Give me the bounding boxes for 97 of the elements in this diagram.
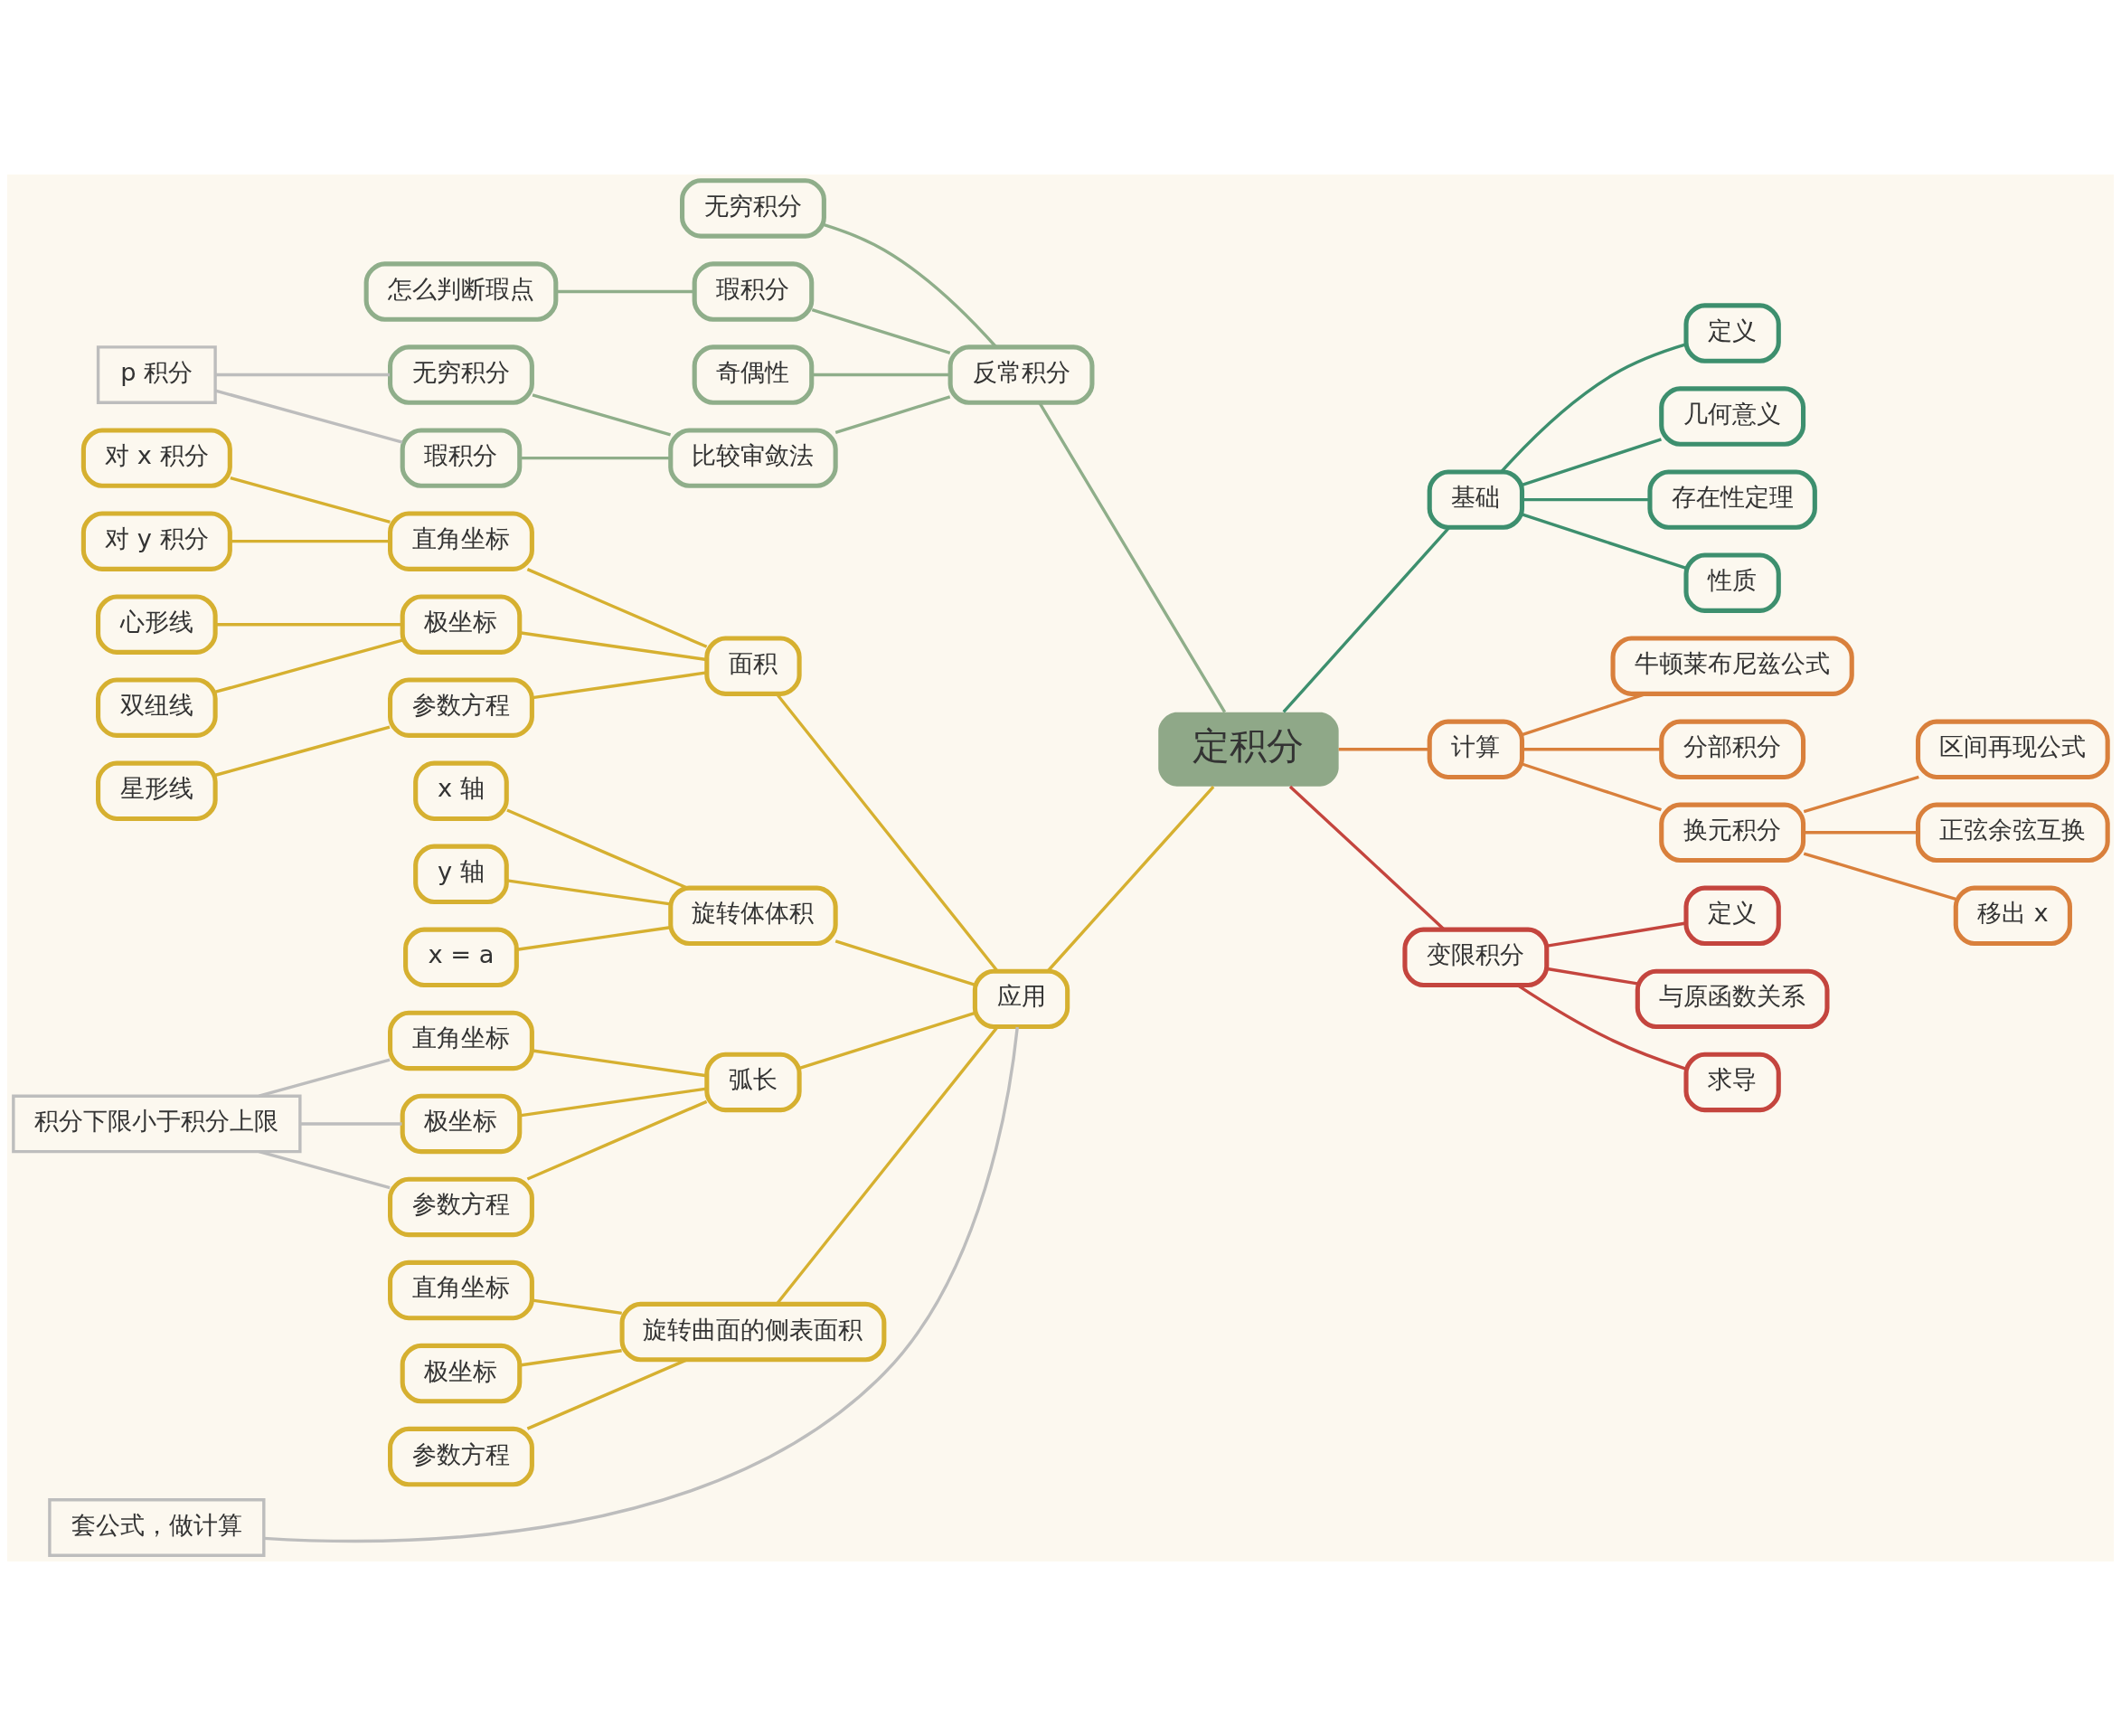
node-box: 对 y 积分: [80, 511, 232, 571]
node-box: 分部积分: [1659, 719, 1806, 779]
node-box: 参数方程: [388, 677, 534, 738]
node-box: p 积分: [96, 345, 217, 404]
connector: [1038, 401, 1227, 713]
connector: [215, 725, 391, 777]
connector: [1522, 513, 1687, 571]
node-box: 定义: [1683, 303, 1781, 363]
node-box: 应用: [972, 968, 1070, 1030]
node-box: x 轴: [413, 760, 509, 821]
node-box: 与原函数关系: [1635, 968, 1830, 1030]
connector: [215, 389, 403, 444]
node-box: 牛顿莱布尼兹公式: [1610, 636, 1854, 696]
connector: [1522, 762, 1662, 812]
node-box: 旋转曲面的侧表面积: [619, 1301, 887, 1363]
node-box: 基础: [1427, 469, 1525, 530]
node-box: 瑕积分: [400, 428, 523, 488]
node-box: y 轴: [413, 844, 509, 905]
connector: [1522, 438, 1662, 486]
node-box: 直角坐标: [388, 1260, 534, 1321]
node-box: 求导: [1683, 1052, 1781, 1113]
node-box: 无穷积分: [388, 344, 534, 405]
node-box: 比较审敛法: [668, 428, 838, 488]
connector: [519, 456, 671, 460]
connector: [1547, 921, 1686, 948]
connector: [506, 879, 671, 906]
node-box: 旋转体体积: [668, 885, 838, 947]
connector: [259, 1150, 391, 1190]
connector: [532, 1049, 707, 1078]
node-box: 心形线: [96, 594, 218, 655]
connector: [532, 671, 707, 700]
connector: [1804, 831, 1918, 835]
node-box: 定义: [1683, 885, 1781, 947]
connector: [1288, 785, 1446, 930]
connector: [1547, 967, 1638, 986]
connector: [1522, 748, 1662, 751]
node-box: 星形线: [96, 760, 218, 821]
node-box: 瑕积分: [692, 261, 815, 322]
node-box: 变限积分: [1402, 927, 1550, 988]
connector: [215, 623, 403, 627]
connector: [516, 926, 671, 951]
connector: [519, 1349, 622, 1367]
node-box: 极坐标: [400, 1343, 523, 1404]
connector: [798, 1011, 976, 1070]
node-box: 直角坐标: [388, 1010, 534, 1071]
node-box: 性质: [1683, 552, 1781, 613]
connector: [812, 373, 950, 377]
node-box: 几何意义: [1659, 386, 1806, 447]
connector: [1803, 852, 1956, 901]
node-box: 对 x 积分: [80, 428, 232, 488]
connector: [299, 1122, 402, 1126]
node-box: 参数方程: [388, 1176, 534, 1238]
node-box: 面积: [704, 636, 802, 696]
node-box: 极坐标: [400, 1093, 523, 1155]
connector: [834, 939, 976, 986]
node-box: 无穷积分: [680, 178, 826, 239]
connector: [506, 808, 688, 890]
connector: [259, 1058, 391, 1098]
connector: [811, 307, 951, 354]
connector: [1803, 775, 1919, 814]
connector: [526, 568, 708, 648]
node-box: 怎么判断瑕点: [363, 261, 559, 322]
node-box: 弧长: [704, 1052, 802, 1113]
connector: [532, 1298, 622, 1316]
connector: [215, 638, 403, 693]
connector: [263, 1026, 1019, 1543]
node-box: 换元积分: [1659, 802, 1806, 863]
connector: [1338, 748, 1429, 751]
connector: [215, 373, 390, 377]
connector: [834, 395, 951, 435]
node-box: 反常积分: [947, 344, 1095, 405]
node-box: 直角坐标: [388, 511, 534, 571]
connector: [230, 539, 391, 543]
node-box: 移出 x: [1953, 885, 2072, 947]
node-box: 存在性定理: [1647, 469, 1817, 530]
connector: [1282, 526, 1450, 713]
connector: [824, 222, 997, 348]
connector: [1522, 497, 1650, 502]
node-box: x = a: [403, 927, 519, 988]
node-box: 区间再现公式: [1915, 719, 2110, 779]
node-box: 极坐标: [400, 594, 523, 655]
node-box: 双纽线: [96, 677, 218, 738]
connector: [556, 289, 694, 294]
connector: [519, 631, 707, 662]
connector: [1046, 785, 1215, 972]
node-box: 参数方程: [388, 1426, 534, 1487]
connector: [1500, 343, 1687, 473]
connector: [526, 1099, 708, 1181]
connector: [532, 393, 672, 437]
node-box: 正弦余弦互换: [1915, 802, 2110, 863]
node-box: 奇偶性: [692, 344, 815, 405]
node-box: 套公式，做计算: [48, 1498, 266, 1557]
node-box: 积分下限小于积分上限: [12, 1094, 302, 1154]
node-box: 计算: [1427, 719, 1525, 779]
node-box: 定积分: [1158, 712, 1339, 787]
connector: [519, 1087, 707, 1118]
connector: [230, 476, 391, 524]
